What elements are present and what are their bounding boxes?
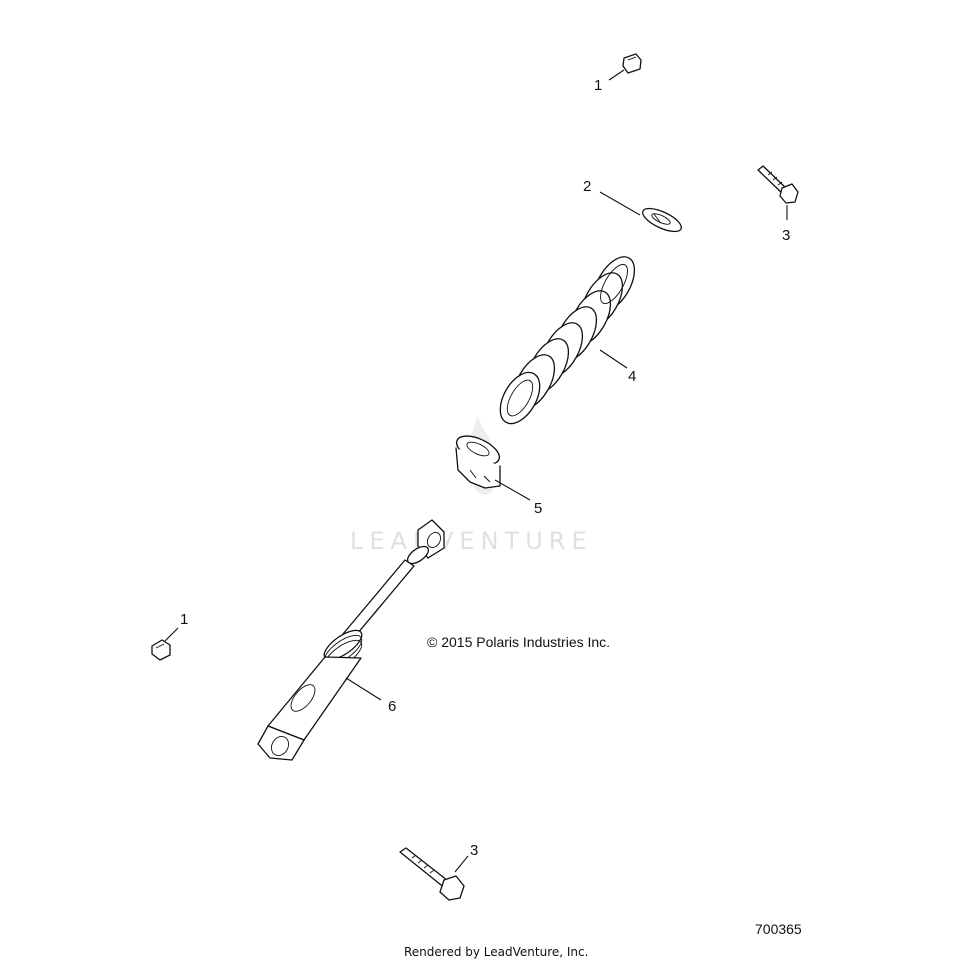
leader-4 bbox=[599, 349, 628, 369]
document-number: 700365 bbox=[755, 921, 802, 937]
watermark-text: LEADVENTURE bbox=[350, 527, 593, 555]
rendered-by-footer: Rendered by LeadVenture, Inc. bbox=[404, 945, 588, 959]
spring-seat bbox=[455, 435, 501, 489]
copyright-notice: © 2015 Polaris Industries Inc. bbox=[427, 634, 610, 650]
bolt-top bbox=[757, 165, 799, 204]
callout-3-bottom: 3 bbox=[470, 842, 478, 859]
shock-absorber bbox=[257, 519, 445, 761]
callout-3-top: 3 bbox=[782, 227, 790, 244]
leader-1-top bbox=[608, 69, 625, 81]
bolt-bottom bbox=[399, 847, 465, 901]
leader-3-bottom bbox=[454, 855, 469, 873]
callout-1-top: 1 bbox=[594, 77, 602, 94]
leader-2 bbox=[599, 191, 641, 216]
nut-left bbox=[151, 639, 171, 661]
leader-6 bbox=[345, 677, 382, 701]
callout-2: 2 bbox=[583, 178, 591, 195]
callout-6: 6 bbox=[388, 698, 396, 715]
spring-retainer bbox=[642, 207, 682, 233]
leader-5 bbox=[494, 479, 531, 501]
callout-4: 4 bbox=[628, 368, 636, 385]
nut-top bbox=[622, 53, 642, 74]
coil-spring bbox=[499, 256, 636, 425]
callout-1-left: 1 bbox=[180, 611, 188, 628]
leader-1-left bbox=[164, 627, 179, 642]
callout-5: 5 bbox=[534, 500, 542, 517]
